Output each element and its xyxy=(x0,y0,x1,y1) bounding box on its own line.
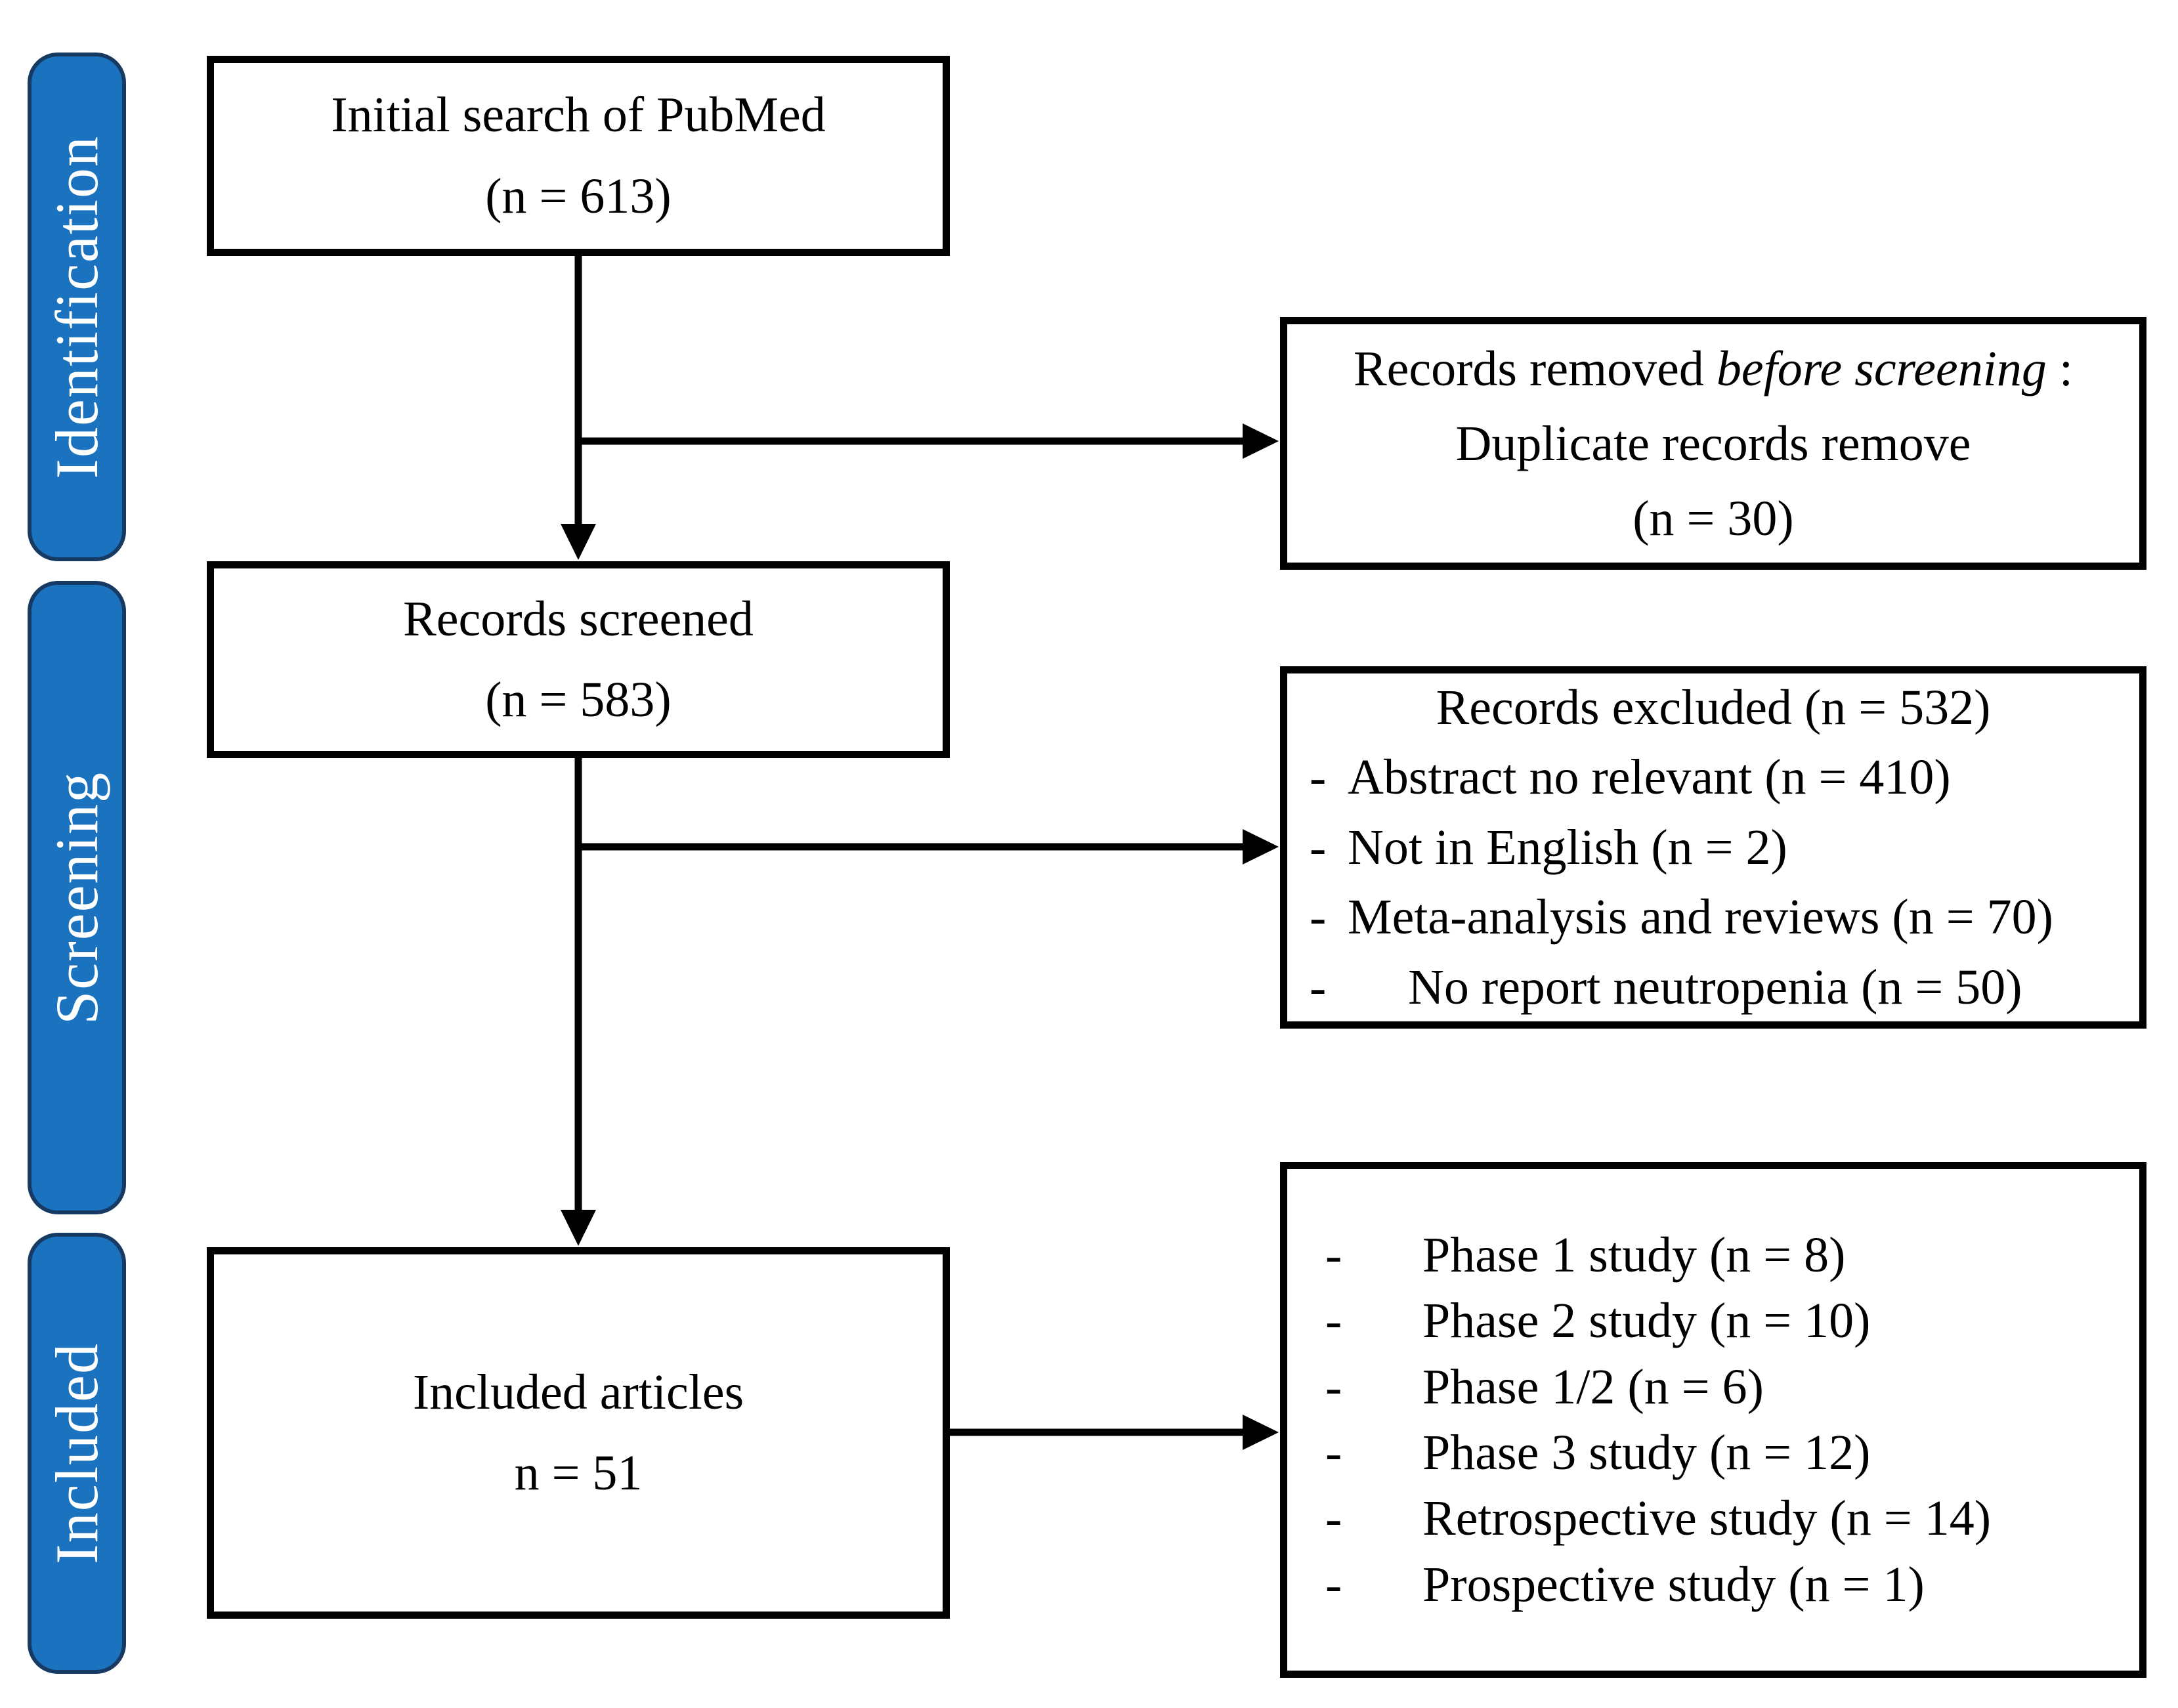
included-articles-count: n = 51 xyxy=(514,1445,643,1501)
initial-search-count: (n = 613) xyxy=(485,168,672,224)
stage-pill-included: Included xyxy=(28,1233,126,1674)
records-removed-title-suffix: : xyxy=(2046,341,2074,396)
breakdown-item: - Prospective study (n = 1) xyxy=(1325,1552,2120,1617)
records-removed-title-italic: before screening xyxy=(1716,341,2047,396)
arrow-branch-to-excluded xyxy=(578,829,1279,865)
breakdown-item: - Phase 1/2 (n = 6) xyxy=(1325,1354,2120,1420)
exclusion-reason-item: - Meta-analysis and reviews (n = 70) xyxy=(1310,882,2117,952)
stage-pill-identification: Identification xyxy=(28,53,126,561)
box-records-screened: Records screened (n = 583) xyxy=(207,561,950,758)
box-included-articles: Included articles n = 51 xyxy=(207,1247,950,1619)
bullet-dash: - xyxy=(1325,1359,1342,1415)
bullet-dash: - xyxy=(1325,1293,1342,1349)
breakdown-item: - Phase 1 study (n = 8) xyxy=(1325,1222,2120,1288)
stage-label-screening: Screening xyxy=(43,771,110,1025)
bullet-dash: - xyxy=(1325,1491,1342,1547)
initial-search-title: Initial search of PubMed xyxy=(331,87,826,143)
exclusion-reason-text: Not in English (n = 2) xyxy=(1348,819,1787,875)
stage-label-identification: Identification xyxy=(43,135,110,479)
exclusion-reason-text: Abstract no relevant (n = 410) xyxy=(1348,750,1951,805)
stage-label-included: Included xyxy=(43,1342,110,1564)
exclusion-reason-text: No report neutropenia (n = 50) xyxy=(1408,959,2022,1015)
bullet-dash: - xyxy=(1325,1228,1342,1283)
bullet-dash: - xyxy=(1310,750,1327,805)
breakdown-item-text: Prospective study (n = 1) xyxy=(1422,1556,1925,1612)
records-removed-reason: Duplicate records remove xyxy=(1455,416,1971,471)
stage-pill-screening: Screening xyxy=(28,581,126,1214)
records-screened-count: (n = 583) xyxy=(485,672,672,727)
breakdown-item: - Phase 2 study (n = 10) xyxy=(1325,1288,2120,1354)
breakdown-item-text: Phase 1 study (n = 8) xyxy=(1422,1228,1846,1283)
arrow-search-to-screened xyxy=(561,256,596,560)
breakdown-item: - Phase 3 study (n = 12) xyxy=(1325,1420,2120,1485)
box-included-breakdown: - Phase 1 study (n = 8) - Phase 2 study … xyxy=(1280,1162,2146,1678)
included-articles-title: Included articles xyxy=(412,1364,744,1420)
box-records-removed: Records removed before screening : Dupli… xyxy=(1280,317,2146,570)
records-removed-count: (n = 30) xyxy=(1633,490,1794,546)
bullet-dash: - xyxy=(1325,1556,1342,1612)
exclusion-reason-item: - Abstract no relevant (n = 410) xyxy=(1310,742,2117,812)
arrow-screened-to-included xyxy=(561,758,596,1246)
records-screened-title: Records screened xyxy=(403,591,754,647)
records-excluded-title: Records excluded (n = 532) xyxy=(1436,680,1991,736)
exclusion-reason-item: - Not in English (n = 2) xyxy=(1310,813,2117,882)
records-removed-title: Records removed before screening : xyxy=(1354,331,2073,406)
box-records-excluded: Records excluded (n = 532) - Abstract no… xyxy=(1280,666,2146,1029)
breakdown-item-text: Phase 1/2 (n = 6) xyxy=(1422,1359,1764,1415)
bullet-dash: - xyxy=(1310,959,1327,1015)
bullet-dash: - xyxy=(1310,889,1327,945)
breakdown-item-text: Phase 2 study (n = 10) xyxy=(1422,1293,1871,1349)
arrow-included-to-breakdown xyxy=(950,1415,1279,1450)
exclusion-reason-text: Meta-analysis and reviews (n = 70) xyxy=(1348,889,2053,945)
records-removed-title-prefix: Records removed xyxy=(1353,341,1717,396)
breakdown-item: - Retrospective study (n = 14) xyxy=(1325,1485,2120,1551)
bullet-dash: - xyxy=(1325,1425,1342,1480)
breakdown-item-text: Phase 3 study (n = 12) xyxy=(1422,1425,1871,1480)
box-initial-search: Initial search of PubMed (n = 613) xyxy=(207,56,950,256)
exclusion-reason-item: - No report neutropenia (n = 50) xyxy=(1310,952,2117,1022)
arrow-branch-to-removed xyxy=(578,423,1279,459)
breakdown-item-text: Retrospective study (n = 14) xyxy=(1422,1491,1992,1547)
bullet-dash: - xyxy=(1310,819,1327,875)
